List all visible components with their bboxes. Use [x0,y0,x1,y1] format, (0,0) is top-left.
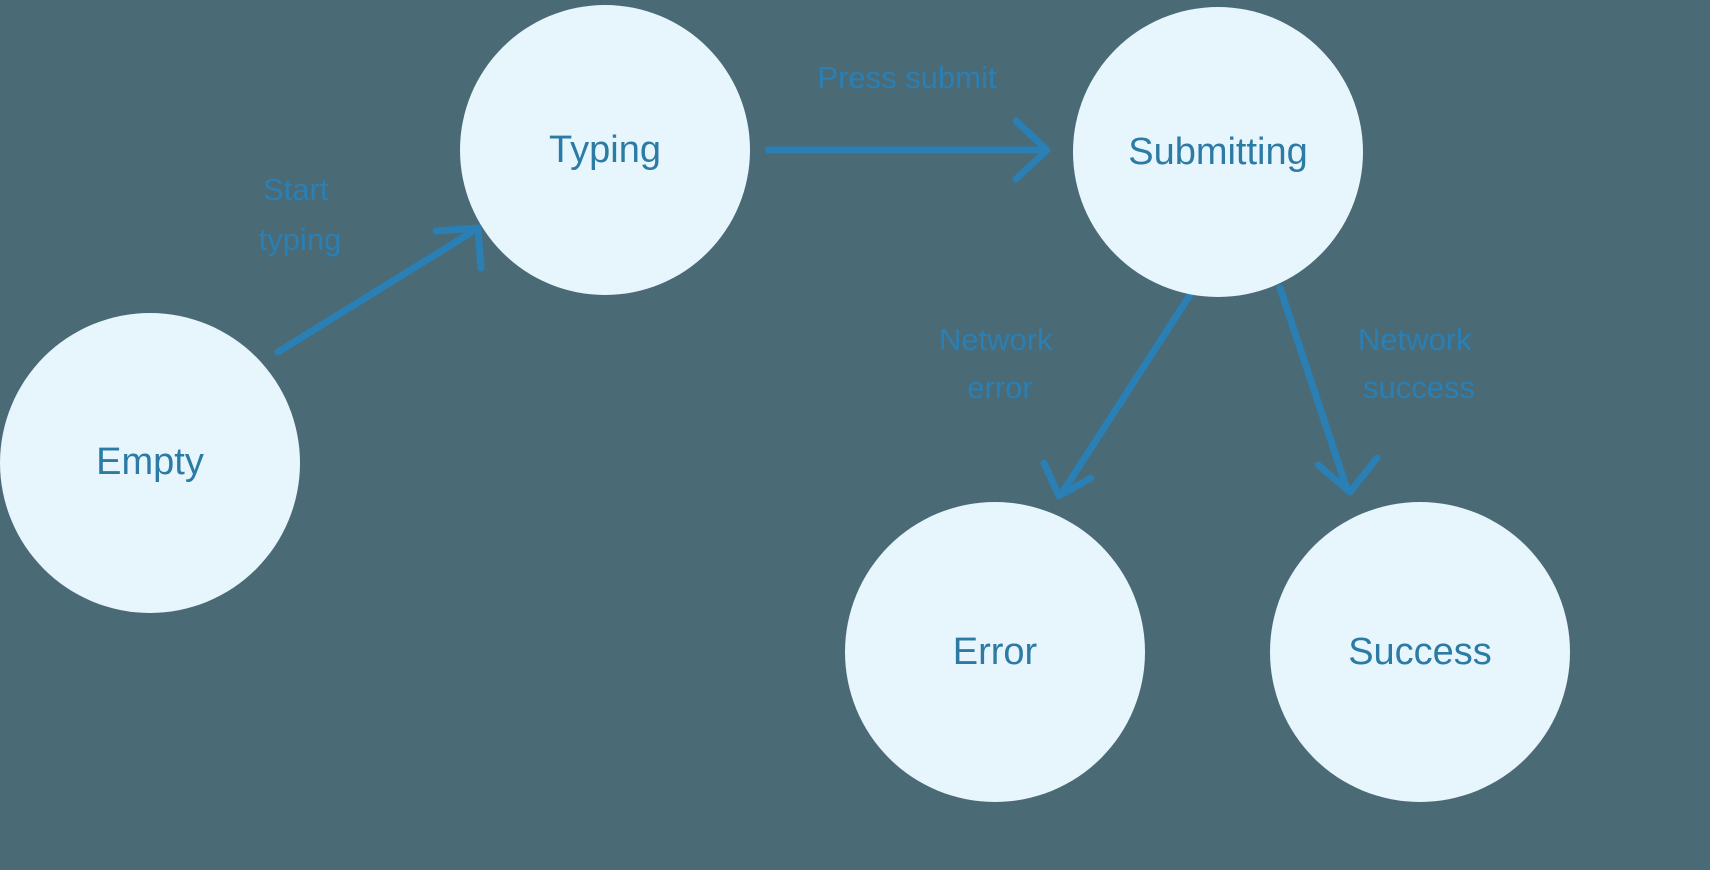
state-node-error-circle[interactable] [845,502,1145,802]
edge-submitting-to-success: Network success [1276,284,1480,496]
state-node-typing-label: Typing [549,129,661,171]
edge-label-line: typing [259,222,342,257]
state-node-error-label: Error [953,631,1038,673]
edge-label-line: Network [939,322,1053,357]
state-node-submitting[interactable]: Submitting [1073,7,1363,297]
edge-label-line: error [967,370,1032,405]
state-node-empty-circle[interactable] [0,313,300,613]
state-node-success-label: Success [1348,631,1492,673]
edge-submitting-to-success-line [1276,284,1351,493]
state-node-typing-circle[interactable] [460,5,750,295]
edge-label-line: Network [1358,322,1472,357]
edge-label-line: Start [263,172,329,207]
edge-typing-to-submitting: Press submit [764,60,1051,183]
edge-label-line: Press submit [817,60,997,95]
edge-submitting-to-success-label: Network success [1358,322,1480,405]
edge-empty-to-typing-line [274,228,476,356]
edge-submitting-to-error-line [1058,291,1194,497]
edge-submitting-to-success-arrowhead [1314,454,1381,496]
state-node-error[interactable]: Error [845,502,1145,802]
edge-typing-to-submitting-label: Press submit [817,60,997,95]
state-node-success-circle[interactable] [1270,502,1570,802]
edge-submitting-to-error: Network error [939,291,1194,500]
state-node-typing[interactable]: Typing [460,5,750,295]
edge-submitting-to-error-label: Network error [939,322,1061,405]
edge-empty-to-typing: Start typing [259,172,485,356]
state-node-success[interactable]: Success [1270,502,1570,802]
state-node-submitting-circle[interactable] [1073,7,1363,297]
edge-submitting-to-error-arrowhead [1040,459,1095,500]
state-node-empty[interactable]: Empty [0,313,300,613]
edge-label-line: success [1363,370,1475,405]
edge-empty-to-typing-arrowhead [432,224,485,272]
state-node-empty-label: Empty [96,441,204,483]
edge-empty-to-typing-label: Start typing [259,172,342,257]
state-node-submitting-label: Submitting [1128,131,1308,173]
edge-typing-to-submitting-arrowhead [1012,117,1051,183]
